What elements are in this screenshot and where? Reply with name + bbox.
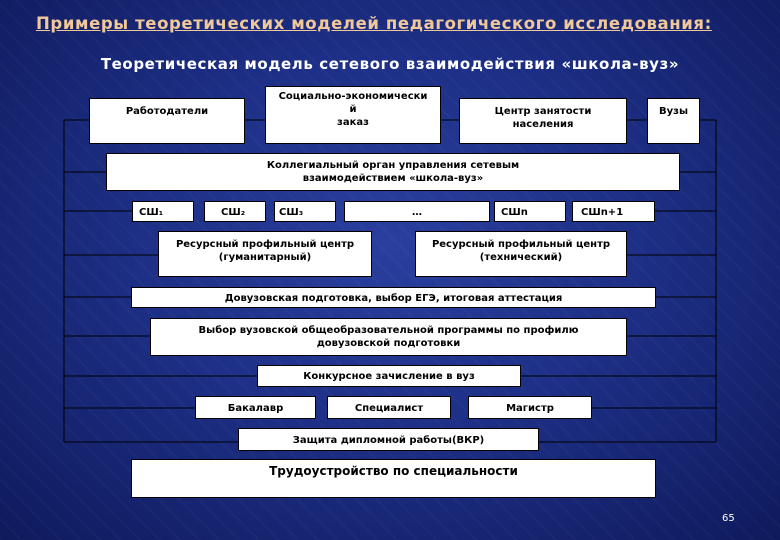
box-school-n-plus-1: СШn+1 <box>572 201 655 222</box>
box-employment-center: Центр занятости населения <box>459 98 627 144</box>
box-thesis-defense: Защита дипломной работы(ВКР) <box>238 428 539 451</box>
box-universities: Вузы <box>647 98 700 144</box>
box-program-choice: Выбор вузовской общеобразовательной прог… <box>150 318 627 356</box>
box-collegial-body: Коллегиальный орган управления сетевым в… <box>106 153 680 191</box>
slide-subheading: Теоретическая модель сетевого взаимодейс… <box>100 55 680 73</box>
box-schools-ellipsis: … <box>344 201 490 222</box>
slide-heading: Примеры теоретических моделей педагогиче… <box>36 14 712 33</box>
box-school-2: СШ₂ <box>204 201 266 222</box>
box-resource-center-humanitarian: Ресурсный профильный центр (гуманитарный… <box>158 231 372 277</box>
box-competitive-enrollment: Конкурсное зачисление в вуз <box>257 365 521 387</box>
box-school-3: СШ₃ <box>274 201 336 222</box>
box-master: Магистр <box>468 396 592 419</box>
box-bachelor: Бакалавр <box>195 396 316 419</box>
box-pre-university-training: Довузовская подготовка, выбор ЕГЭ, итого… <box>131 287 656 308</box>
box-social-economic-order: Социально-экономически й заказ <box>265 86 441 144</box>
box-employment-by-specialty: Трудоустройство по специальности <box>131 459 656 498</box>
box-school-n: СШn <box>494 201 566 222</box>
box-resource-center-technical: Ресурсный профильный центр (технический) <box>415 231 627 277</box>
box-school-1: СШ₁ <box>132 201 194 222</box>
box-employers: Работодатели <box>89 98 245 144</box>
page-number: 65 <box>722 513 735 524</box>
box-specialist: Специалист <box>327 396 451 419</box>
